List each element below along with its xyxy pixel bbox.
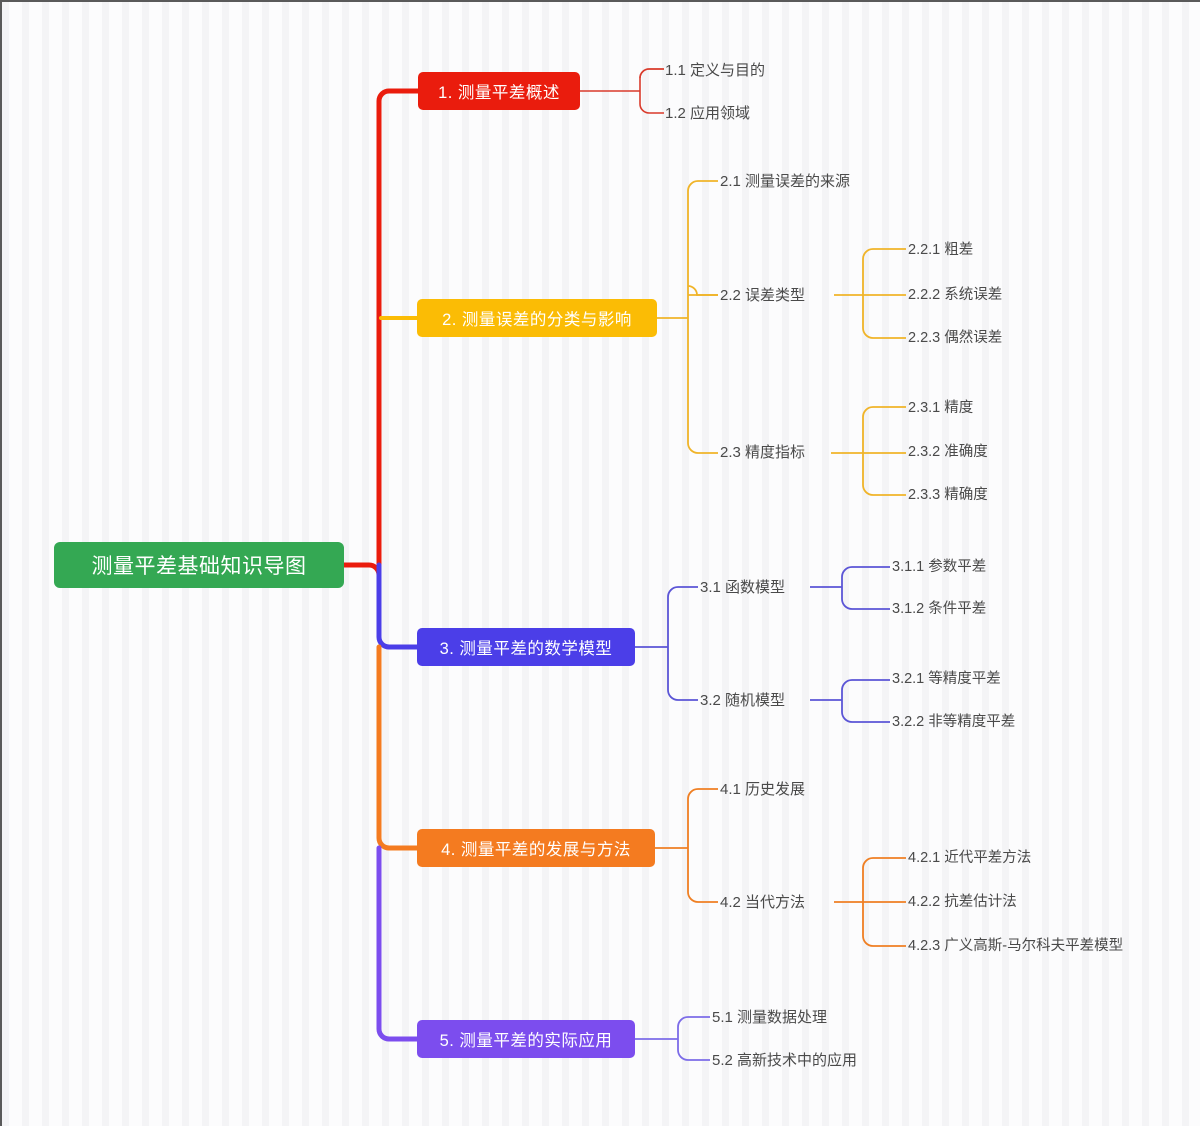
branch-node-5-label: 5. 测量平差的实际应用 [439, 1032, 613, 1050]
branch-node-2[interactable]: 2. 测量误差的分类与影响 [417, 299, 657, 337]
leaf-node-2-3-2-label: 2.3.2 准确度 [908, 444, 988, 460]
leaf-node-2-2[interactable]: 2.2 误差类型 [720, 288, 805, 303]
leaf-node-3-2-2[interactable]: 3.2.2 非等精度平差 [892, 715, 1015, 730]
connectors-node-2-2 [834, 248, 906, 339]
leaf-node-4-2-label: 4.2 当代方法 [720, 894, 806, 911]
leaf-node-2-2-3-label: 2.2.3 偶然误差 [908, 330, 1003, 346]
leaf-node-1-1[interactable]: 1.1 定义与目的 [665, 63, 765, 78]
branch-node-1-label: 1. 测量平差概述 [438, 84, 560, 102]
leaf-node-3-2-2-label: 3.2.2 非等精度平差 [892, 714, 1016, 730]
leaf-node-2-2-3[interactable]: 2.2.3 偶然误差 [908, 331, 1002, 346]
connectors-branch2 [657, 180, 718, 454]
root-node[interactable]: 测量平差基础知识导图 [54, 542, 344, 588]
leaf-node-5-2[interactable]: 5.2 高新技术中的应用 [712, 1053, 857, 1068]
leaf-node-2-3-3[interactable]: 2.3.3 精确度 [908, 488, 988, 503]
leaf-node-2-1[interactable]: 2.1 测量误差的来源 [720, 174, 850, 189]
leaf-node-3-2-label: 3.2 随机模型 [700, 692, 786, 709]
leaf-node-2-3-2[interactable]: 2.3.2 准确度 [908, 445, 988, 460]
connectors-branch4 [655, 788, 718, 903]
leaf-node-3-1-2[interactable]: 3.1.2 条件平差 [892, 602, 986, 617]
connectors-node-2-3 [831, 406, 906, 496]
leaf-node-4-1[interactable]: 4.1 历史发展 [720, 782, 805, 797]
leaf-node-2-3-label: 2.3 精度指标 [720, 444, 806, 461]
leaf-node-5-1-label: 5.1 测量数据处理 [712, 1009, 828, 1026]
trunk-segment-branch4 [376, 644, 420, 851]
connectors-node-3-2 [810, 679, 890, 723]
leaf-node-2-2-1[interactable]: 2.2.1 粗差 [908, 243, 973, 258]
branch-node-4-label: 4. 测量平差的发展与方法 [441, 841, 631, 859]
connectors-branch5 [635, 1016, 710, 1061]
leaf-node-2-2-2[interactable]: 2.2.2 系统误差 [908, 288, 1002, 303]
branch-node-5[interactable]: 5. 测量平差的实际应用 [417, 1020, 635, 1058]
trunk-segment-branch1 [341, 88, 421, 576]
connectors-branch1 [580, 68, 664, 114]
leaf-node-2-3-1-label: 2.3.1 精度 [908, 400, 974, 416]
leaf-node-5-1[interactable]: 5.1 测量数据处理 [712, 1010, 827, 1025]
branch-node-4[interactable]: 4. 测量平差的发展与方法 [417, 829, 655, 867]
leaf-node-3-1-1-label: 3.1.1 参数平差 [892, 559, 987, 575]
leaf-node-4-2-2[interactable]: 4.2.2 抗差估计法 [908, 895, 1017, 910]
connectors-node-4-2 [834, 857, 906, 947]
branch-node-2-label: 2. 测量误差的分类与影响 [442, 311, 632, 329]
branch-node-1[interactable]: 1. 测量平差概述 [418, 72, 580, 110]
leaf-node-2-3-3-label: 2.3.3 精确度 [908, 487, 988, 503]
leaf-node-4-2-2-label: 4.2.2 抗差估计法 [908, 894, 1017, 910]
leaf-node-3-1-label: 3.1 函数模型 [700, 579, 786, 596]
leaf-node-2-2-label: 2.2 误差类型 [720, 287, 806, 304]
leaf-node-3-2-1[interactable]: 3.2.1 等精度平差 [892, 672, 1001, 687]
leaf-node-4-2-3-label: 4.2.3 广义高斯-马尔科夫平差模型 [908, 938, 1124, 954]
leaf-node-4-2-1[interactable]: 4.2.1 近代平差方法 [908, 851, 1031, 866]
root-node-label: 测量平差基础知识导图 [91, 555, 307, 578]
leaf-node-4-2[interactable]: 4.2 当代方法 [720, 895, 805, 910]
leaf-node-3-1-1[interactable]: 3.1.1 参数平差 [892, 560, 986, 575]
leaf-node-3-1-2-label: 3.1.2 条件平差 [892, 601, 987, 617]
leaf-node-1-2-label: 1.2 应用领域 [665, 105, 751, 122]
leaf-node-4-2-1-label: 4.2.1 近代平差方法 [908, 850, 1032, 866]
connectors-branch3 [635, 586, 698, 701]
leaf-node-4-2-3[interactable]: 4.2.3 广义高斯-马尔科夫平差模型 [908, 939, 1123, 954]
leaf-node-3-2-1-label: 3.2.1 等精度平差 [892, 671, 1001, 687]
leaf-node-3-1[interactable]: 3.1 函数模型 [700, 580, 785, 595]
leaf-node-1-1-label: 1.1 定义与目的 [665, 62, 766, 79]
leaf-node-1-2[interactable]: 1.2 应用领域 [665, 106, 750, 121]
leaf-node-5-2-label: 5.2 高新技术中的应用 [712, 1052, 858, 1069]
trunk-segment-branch3 [376, 562, 420, 650]
leaf-node-2-1-label: 2.1 测量误差的来源 [720, 173, 851, 190]
leaf-node-4-1-label: 4.1 历史发展 [720, 781, 806, 798]
leaf-node-3-2[interactable]: 3.2 随机模型 [700, 693, 785, 708]
leaf-node-2-3-1[interactable]: 2.3.1 精度 [908, 401, 973, 416]
connectors-node-3-1 [810, 566, 890, 610]
leaf-node-2-2-2-label: 2.2.2 系统误差 [908, 287, 1003, 303]
leaf-node-2-3[interactable]: 2.3 精度指标 [720, 445, 805, 460]
branch-node-3-label: 3. 测量平差的数学模型 [439, 640, 613, 658]
branch-node-3[interactable]: 3. 测量平差的数学模型 [417, 628, 635, 666]
trunk-segment-branch5 [376, 845, 420, 1042]
leaf-node-2-2-1-label: 2.2.1 粗差 [908, 242, 974, 258]
